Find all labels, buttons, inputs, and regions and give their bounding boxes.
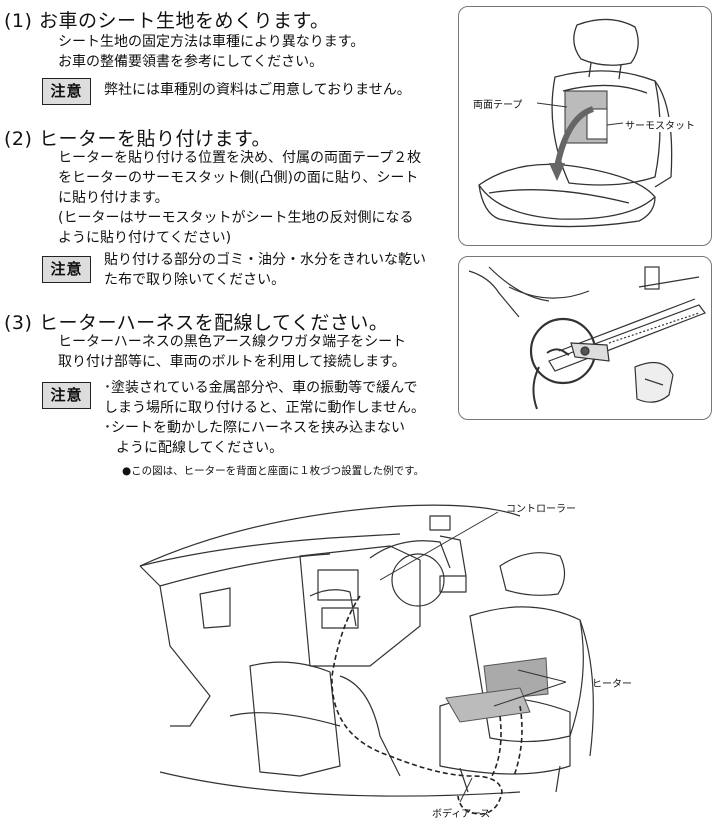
seat-heater-figure: 両面テープ サーモスタット [458,6,712,246]
step3-note-line-3: ･シートを動かした際にハーネスを挟み込まない [104,420,405,436]
thermostat-shape [586,108,608,140]
step1-line-2: お車の整備要領書を参考にしてください。 [58,54,324,70]
figure3-caption: ●この図は、ヒーターを背面と座面に１枚づつ設置した例です。 [122,465,425,477]
label-double-sided-tape: 両面テープ [473,96,523,111]
seat-heater-shape [445,687,531,723]
label-heater: ヒーター [592,679,632,690]
step3-note-line-4: ように配線してください。 [116,440,284,456]
ground-terminal-figure [458,256,712,420]
step2-line-3: に貼り付けます。 [58,190,169,206]
step2-heading: (2) ヒーターを貼り付けます。 [4,128,272,150]
step1-line-1: シート生地の固定方法は車種により異なります。 [58,34,365,50]
step2-note-badge: 注意 [42,256,91,283]
seat-rail-illustration [468,266,706,410]
step3-note-line-2: しまう場所に取り付けると、正常に動作しません。 [104,400,426,416]
step2-line-1: ヒーターを貼り付ける位置を決め、付属の両面テープ２枚 [58,150,422,166]
back-heater-shape [483,657,549,701]
step3-line-1: ヒーターハーネスの黒色アース線クワガタ端子をシート [58,334,407,350]
vehicle-interior-figure: コントローラー ヒーター ボディアース [100,476,660,822]
step3-note-line-1: ･塗装されている金属部分や、車の振動等で緩んで [104,380,418,396]
label-body-ground: ボディアース [432,809,491,820]
vehicle-interior-illustration [139,504,594,815]
step1-heading: (1) お車のシート生地をめくります。 [4,10,330,32]
step2-line-4: (ヒーターはサーモスタットがシート生地の反対側になる [58,210,414,226]
step2-note-line-1: 貼り付ける部分のゴミ・油分・水分をきれいな乾い [104,252,426,268]
step1-note-badge: 注意 [42,78,91,105]
step2-line-2: をヒーターのサーモスタット側(凸側)の面に貼り、シート [58,170,419,186]
step3-heading: (3) ヒーターハーネスを配線してください。 [4,312,389,334]
step2-note-line-2: た布で取り除いてください。 [104,272,286,288]
seat-illustration [478,18,673,228]
step1-note-text: 弊社には車種別の資料はご用意しておりません。 [104,82,411,98]
label-thermostat: サーモスタット [625,117,695,132]
step2-line-5: ように貼り付けてください) [58,230,232,246]
label-controller: コントローラー [506,504,576,515]
step3-note-badge: 注意 [42,382,91,409]
step3-line-2: 取り付け部等に、車両のボルトを利用して接続します。 [58,354,406,370]
